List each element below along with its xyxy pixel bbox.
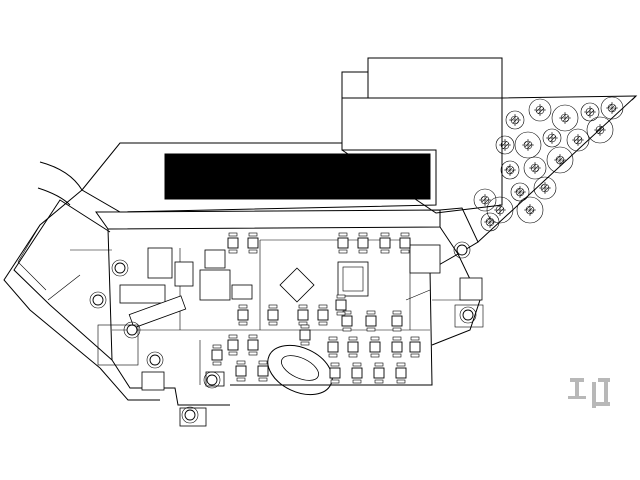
round-table [181, 406, 199, 424]
tree-icon [473, 188, 497, 212]
table-with-chairs [391, 336, 403, 358]
table-with-chairs [395, 362, 407, 384]
table-with-chairs [341, 310, 353, 332]
tree-icon [528, 98, 552, 122]
table-with-chairs [347, 336, 359, 358]
tree-icon [516, 196, 544, 224]
table-with-chairs [247, 232, 259, 254]
pool [164, 153, 431, 200]
table-with-chairs [257, 360, 269, 382]
dining-tables [89, 232, 477, 424]
round-table [459, 306, 477, 324]
table-with-chairs [327, 336, 339, 358]
table-with-chairs [317, 304, 329, 326]
round-table [89, 291, 107, 309]
stone-terrace [81, 97, 503, 214]
tree-icon [566, 128, 590, 152]
tree-icon [500, 160, 520, 180]
tree-icon [495, 135, 515, 155]
table-with-chairs [369, 336, 381, 358]
table-with-chairs [237, 304, 249, 326]
tree-icon [480, 212, 500, 232]
table-with-chairs [365, 310, 377, 332]
table-with-chairs [351, 362, 363, 384]
tile-ramp [439, 207, 479, 255]
table-with-chairs [357, 232, 369, 254]
round-table [203, 371, 221, 389]
table-with-chairs [211, 344, 223, 366]
table-with-chairs [227, 334, 239, 356]
table-with-chairs [227, 232, 239, 254]
table-with-chairs [247, 334, 259, 356]
oval-banquet-table [267, 344, 333, 396]
round-table [123, 321, 141, 339]
tree-icon [523, 156, 547, 180]
tree-icon [551, 104, 579, 132]
table-with-chairs [409, 336, 421, 358]
tree-icon [600, 96, 624, 120]
feature-tables [279, 261, 369, 303]
table-with-chairs [337, 232, 349, 254]
tree-icon [514, 131, 542, 159]
table-with-chairs [297, 304, 309, 326]
round-table [111, 259, 129, 277]
table-with-chairs [391, 310, 403, 332]
tree-icon [505, 110, 525, 130]
table-with-chairs [299, 324, 311, 346]
tree-icon [586, 116, 614, 144]
tree-icon [542, 128, 562, 148]
table-with-chairs [267, 304, 279, 326]
table-with-chairs [373, 362, 385, 384]
table-with-chairs [379, 232, 391, 254]
tree-icon [546, 146, 574, 174]
table-with-chairs [399, 232, 411, 254]
round-table [453, 241, 471, 259]
table-with-chairs [329, 362, 341, 384]
tree-icon [580, 102, 600, 122]
garden-planting [473, 95, 638, 243]
round-table [146, 351, 164, 369]
deck-area [341, 57, 503, 99]
kitchen-bar [97, 244, 484, 427]
tile-border [95, 209, 441, 230]
table-with-chairs [335, 294, 347, 316]
tree-icon [533, 176, 557, 200]
table-with-chairs [235, 360, 247, 382]
tree-icon [510, 182, 530, 202]
tree-icon [486, 196, 514, 224]
watermark-glyph [568, 378, 610, 408]
